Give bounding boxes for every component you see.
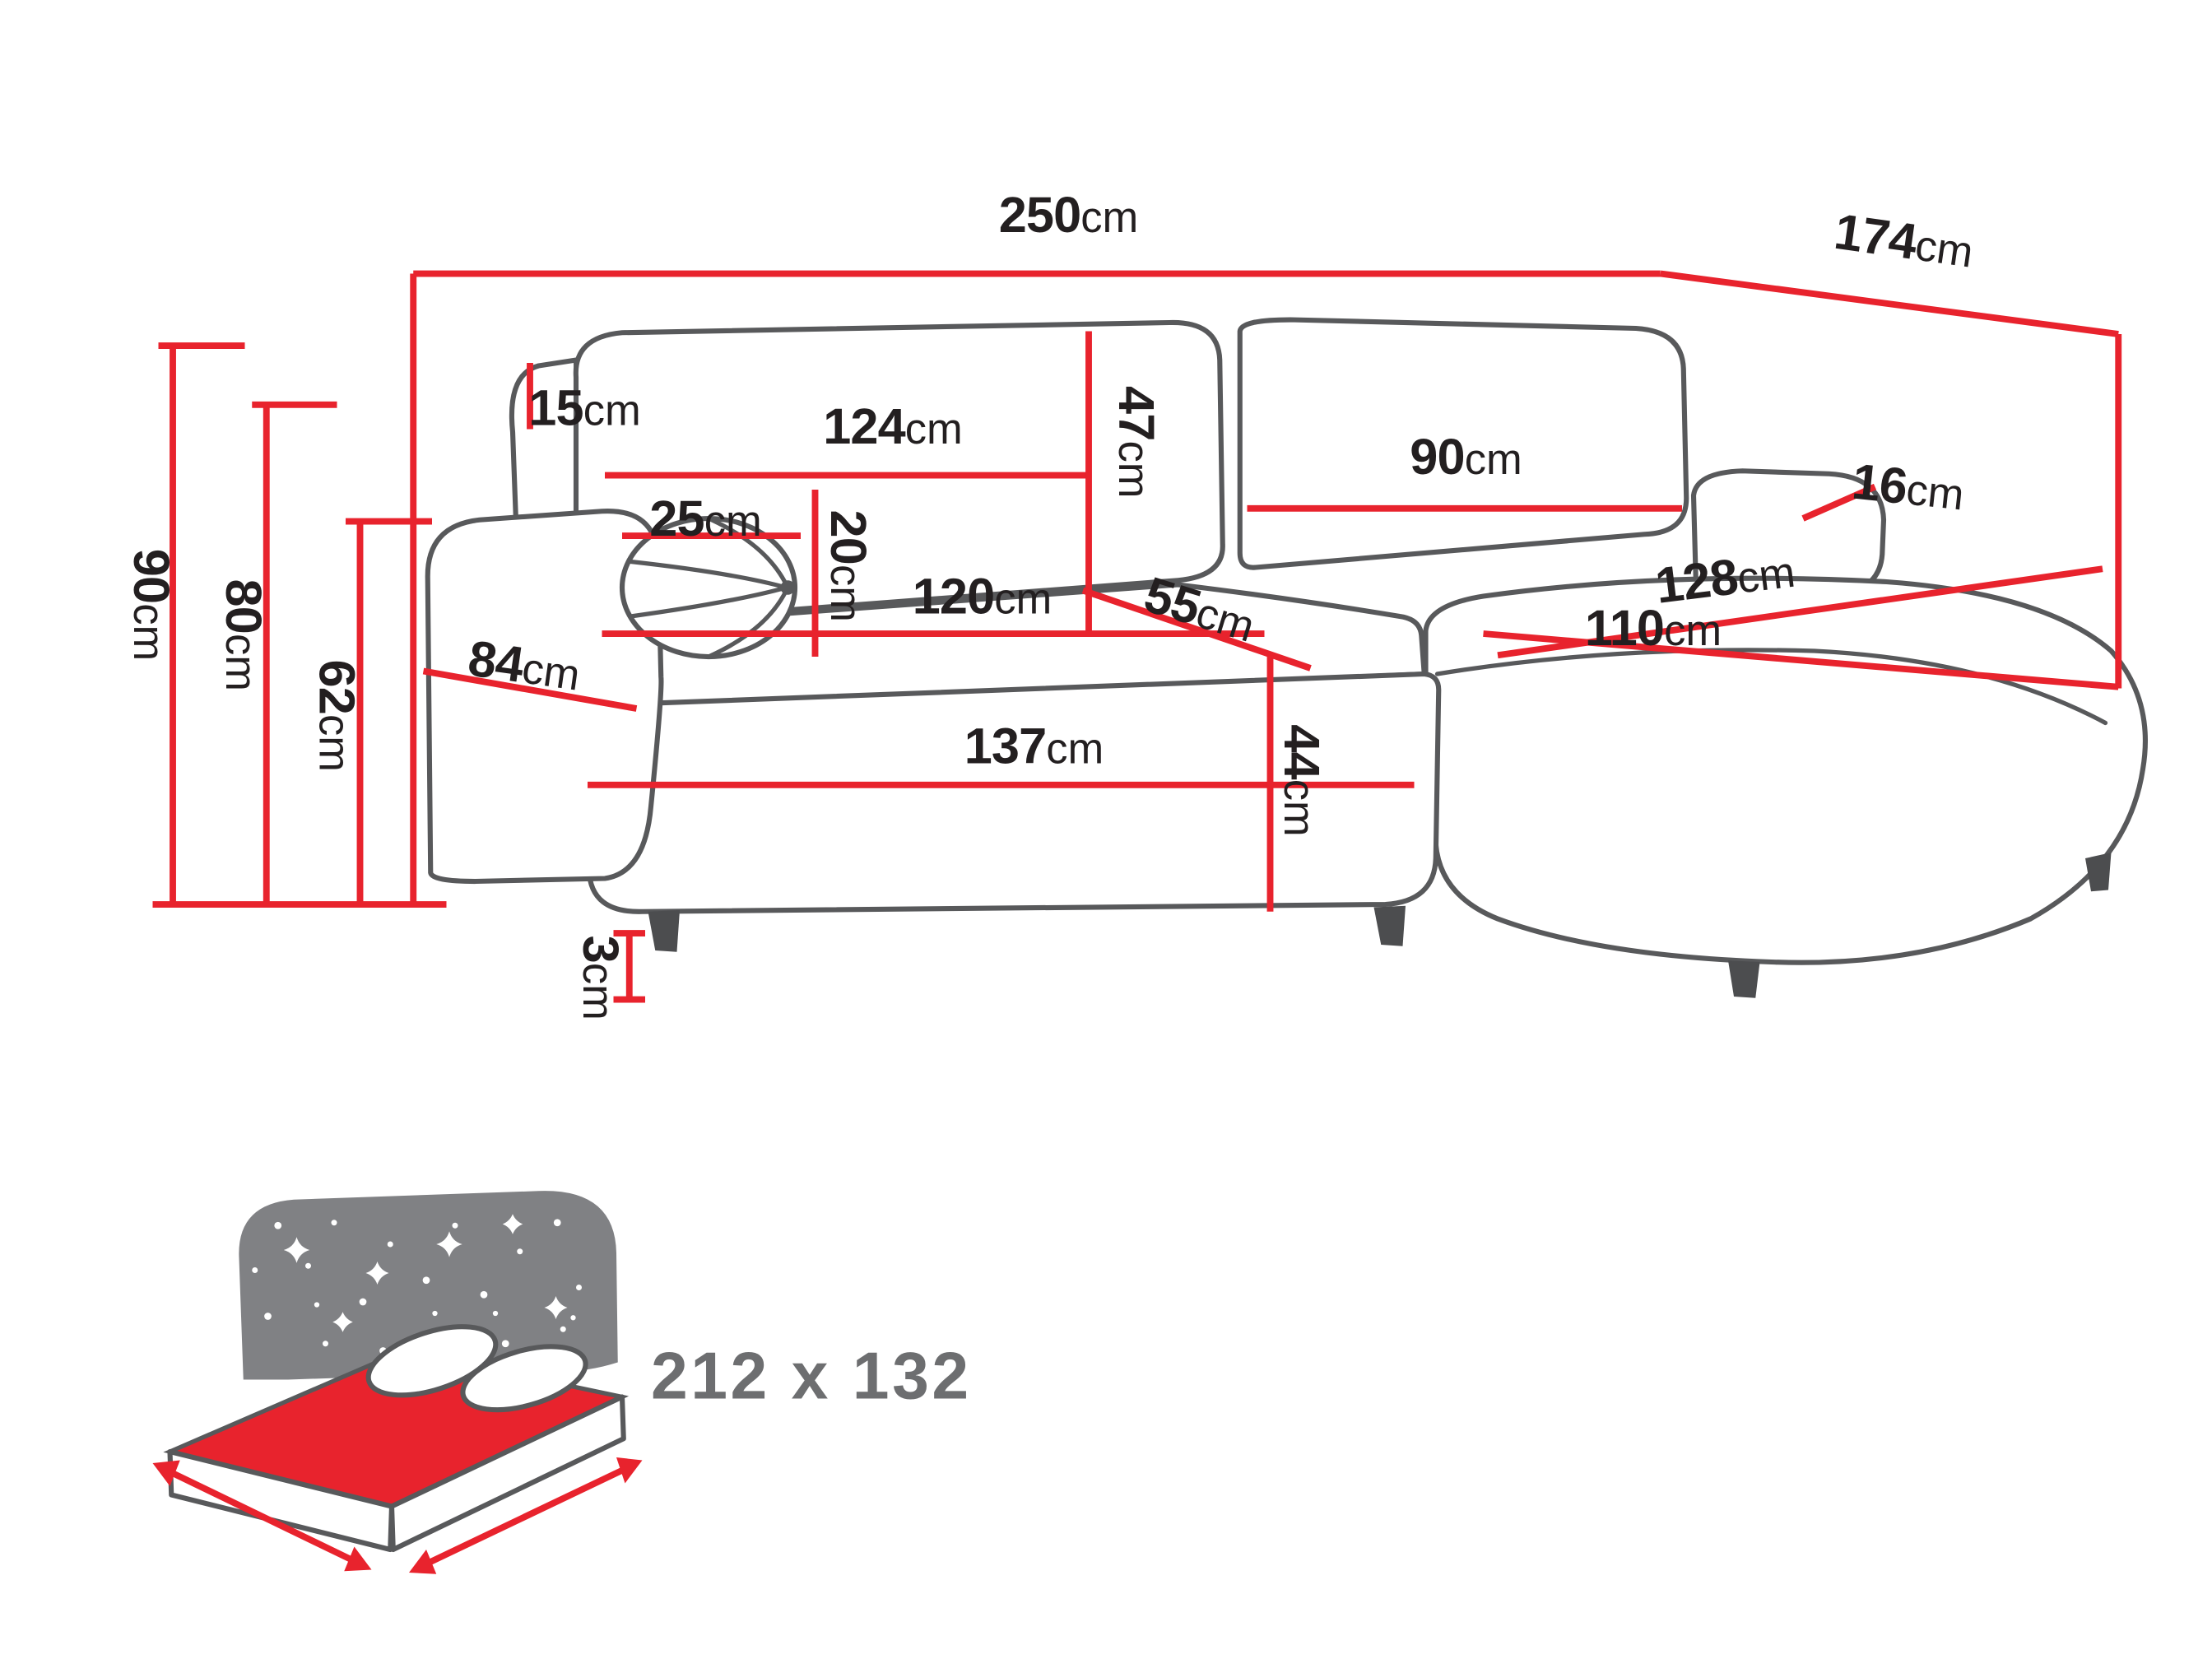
dim-unit: cm bbox=[820, 564, 869, 622]
sofa-leg bbox=[648, 910, 680, 952]
sofa-leg bbox=[1728, 960, 1760, 998]
dim-label-backrest-height: 47cm bbox=[1106, 386, 1164, 498]
dim-value: 44 bbox=[1273, 724, 1330, 779]
dim-value: 20 bbox=[819, 509, 876, 565]
dim-unit: cm bbox=[1464, 436, 1522, 484]
dim-value: 124 bbox=[823, 398, 905, 455]
dim-value: 90 bbox=[1410, 429, 1465, 486]
dim-value: 90 bbox=[122, 548, 179, 604]
dim-unit: cm bbox=[1734, 549, 1798, 603]
dimension-lines bbox=[152, 270, 2122, 1003]
dim-label-armrest-height-floor: 62cm bbox=[307, 660, 365, 772]
chaise-seam bbox=[1434, 648, 2108, 726]
seat-front bbox=[586, 671, 1442, 914]
dim-unit: cm bbox=[309, 713, 357, 772]
dim-label-seat-cushion-height: 44cm bbox=[1271, 724, 1329, 836]
dim-label-left-backrest-width: 124cm bbox=[823, 399, 963, 457]
dim-label-backrest-height-floor: 80cm bbox=[213, 579, 271, 691]
dim-unit: cm bbox=[704, 498, 762, 546]
sleeping-area-size: 212 x 132 bbox=[651, 1337, 972, 1413]
dim-line-62 bbox=[346, 518, 432, 904]
dim-unit: cm bbox=[904, 406, 963, 454]
dim-label-right-armrest-depth: 16cm bbox=[1849, 453, 1967, 523]
dim-unit: cm bbox=[1080, 194, 1139, 242]
dim-value: 62 bbox=[308, 659, 365, 714]
dim-value: 250 bbox=[998, 187, 1081, 244]
dim-value: 174 bbox=[1830, 203, 1921, 271]
dim-unit: cm bbox=[1903, 466, 1967, 520]
dim-label-leg-height: 3cm bbox=[570, 936, 628, 1020]
bed-size-arrows bbox=[152, 1457, 643, 1574]
dim-line-80 bbox=[252, 401, 337, 904]
dim-label-chaise-width: 110cm bbox=[1585, 601, 1722, 658]
dim-label-seat-width: 120cm bbox=[913, 569, 1053, 626]
dim-value: 47 bbox=[1107, 386, 1164, 441]
dim-unit: cm bbox=[1664, 607, 1722, 656]
dim-value: 120 bbox=[912, 569, 995, 625]
dim-label-seat-front-width: 137cm bbox=[964, 718, 1104, 776]
dim-unit: cm bbox=[518, 645, 583, 700]
dim-value: 80 bbox=[214, 579, 271, 634]
dim-label-backrest-top-depth: 15cm bbox=[528, 380, 640, 438]
dim-label-right-backrest-width: 90cm bbox=[1410, 430, 1522, 487]
dim-line-90-height bbox=[158, 342, 245, 904]
dim-value: 110 bbox=[1584, 600, 1665, 657]
sofa-illustration bbox=[425, 317, 2148, 998]
sofa-leg bbox=[1373, 905, 1406, 946]
dim-value: 137 bbox=[964, 718, 1047, 775]
bolster-pillow bbox=[619, 515, 798, 660]
dim-label-pillow-width: 25cm bbox=[649, 491, 761, 549]
dim-unit: cm bbox=[1046, 726, 1104, 774]
dim-unit: cm bbox=[573, 962, 621, 1020]
sleeping-area-icon bbox=[152, 1191, 643, 1574]
dim-unit: cm bbox=[216, 633, 264, 691]
dim-unit: cm bbox=[1912, 222, 1977, 277]
dim-value: 15 bbox=[528, 380, 583, 437]
dim-line-3 bbox=[613, 930, 645, 1003]
dim-value: 84 bbox=[464, 630, 527, 694]
bed-pillow bbox=[460, 1344, 588, 1413]
dim-label-total-width: 250cm bbox=[999, 188, 1139, 245]
sofa-leg bbox=[2085, 853, 2112, 892]
dim-value: 25 bbox=[649, 490, 704, 547]
dim-line-174 bbox=[1660, 270, 2119, 337]
dim-label-total-height: 90cm bbox=[121, 549, 179, 661]
dim-line-16 bbox=[1801, 483, 1877, 522]
left-armrest bbox=[425, 509, 664, 885]
dim-value: 3 bbox=[571, 935, 628, 963]
dim-unit: cm bbox=[123, 603, 172, 662]
dim-line-84 bbox=[422, 667, 638, 712]
headboard-night-sky bbox=[239, 1191, 618, 1380]
dim-unit: cm bbox=[1108, 440, 1157, 499]
dim-unit: cm bbox=[1274, 778, 1322, 837]
dim-label-pillow-height: 20cm bbox=[818, 510, 876, 622]
dim-unit: cm bbox=[994, 576, 1053, 624]
dim-line-110 bbox=[1483, 630, 2119, 690]
bed-pillow bbox=[365, 1324, 499, 1398]
dim-value: 16 bbox=[1849, 453, 1910, 516]
stars bbox=[252, 1214, 582, 1355]
dim-unit: cm bbox=[583, 387, 641, 435]
mattress-side-right bbox=[388, 1394, 626, 1553]
